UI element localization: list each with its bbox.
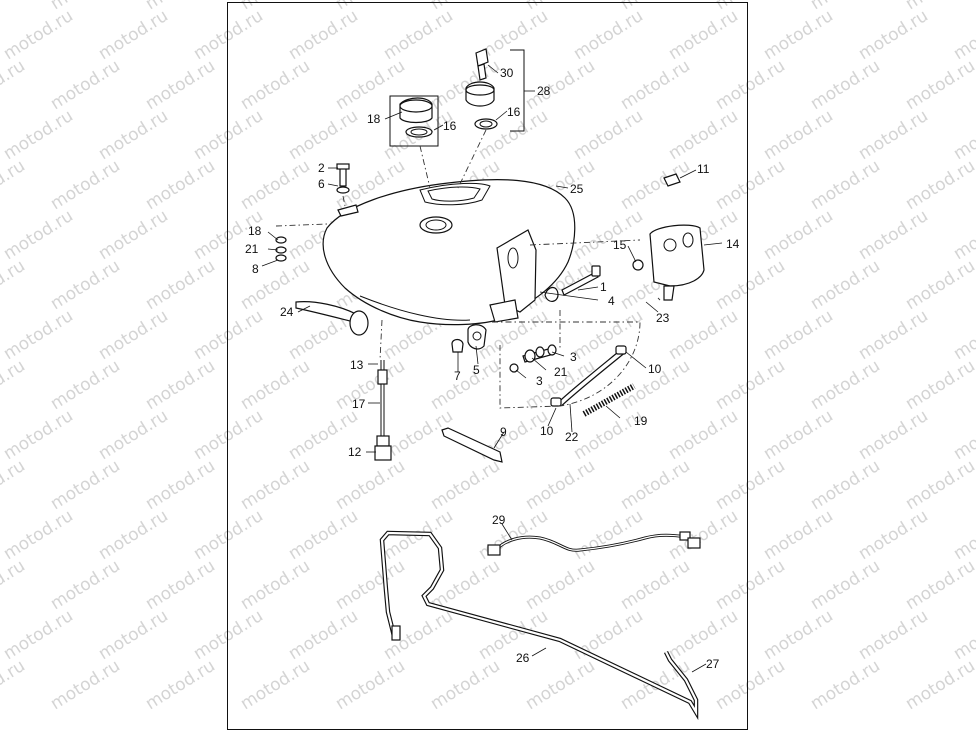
diagram-frame — [227, 2, 748, 730]
strap-icon — [441, 427, 503, 463]
callout-labels: 18 16 30 28 16 2 6 25 11 14 15 1 4 23 10… — [245, 66, 740, 671]
callout-10-lower: 10 — [540, 424, 554, 438]
callout-24: 24 — [280, 305, 294, 319]
petcock-icon — [451, 324, 487, 353]
callout-6: 6 — [318, 177, 325, 191]
callout-22: 22 — [565, 430, 579, 444]
callout-3-upper: 3 — [570, 350, 577, 364]
callout-26: 26 — [516, 651, 530, 665]
callout-21-mount: 21 — [554, 365, 568, 379]
callout-15: 15 — [613, 238, 627, 252]
callout-18-cap: 18 — [367, 112, 381, 126]
fuel-tank-icon — [322, 179, 576, 326]
callout-16-cap-gasket: 16 — [443, 119, 457, 133]
bolt-icon — [275, 163, 601, 296]
callout-28: 28 — [537, 84, 551, 98]
hose-icon — [550, 345, 636, 417]
callout-29: 29 — [492, 513, 506, 527]
callout-10-upper: 10 — [648, 362, 662, 376]
callout-21-side: 21 — [245, 242, 259, 256]
callout-13: 13 — [350, 358, 364, 372]
callout-2: 2 — [318, 161, 325, 175]
callout-17: 17 — [352, 397, 366, 411]
callout-5: 5 — [473, 363, 480, 377]
callout-11: 11 — [697, 162, 710, 176]
leader-lines — [261, 64, 723, 673]
callout-1: 1 — [600, 280, 607, 294]
callout-19: 19 — [634, 414, 648, 428]
fuel-cap-icon — [389, 95, 439, 147]
callout-30: 30 — [500, 66, 514, 80]
callout-8: 8 — [252, 262, 259, 276]
callout-23: 23 — [656, 311, 670, 325]
callout-25: 25 — [570, 182, 584, 196]
callout-27: 27 — [706, 657, 720, 671]
side-cover-icon — [632, 173, 705, 301]
tube-icon — [379, 530, 699, 721]
emblem-icon — [295, 301, 369, 336]
reference-lines — [275, 129, 661, 409]
callout-12: 12 — [348, 445, 362, 459]
wire-harness-icon — [487, 531, 701, 556]
callout-4: 4 — [608, 294, 615, 308]
callout-16-lock-gasket: 16 — [507, 105, 521, 119]
callout-3-lower: 3 — [536, 374, 543, 388]
callout-18-side: 18 — [248, 224, 262, 238]
locking-cap-icon — [465, 48, 525, 132]
callout-7: 7 — [454, 369, 461, 383]
gauge-sender-icon — [374, 360, 392, 461]
callout-14: 14 — [726, 237, 740, 251]
callout-9: 9 — [500, 425, 507, 439]
